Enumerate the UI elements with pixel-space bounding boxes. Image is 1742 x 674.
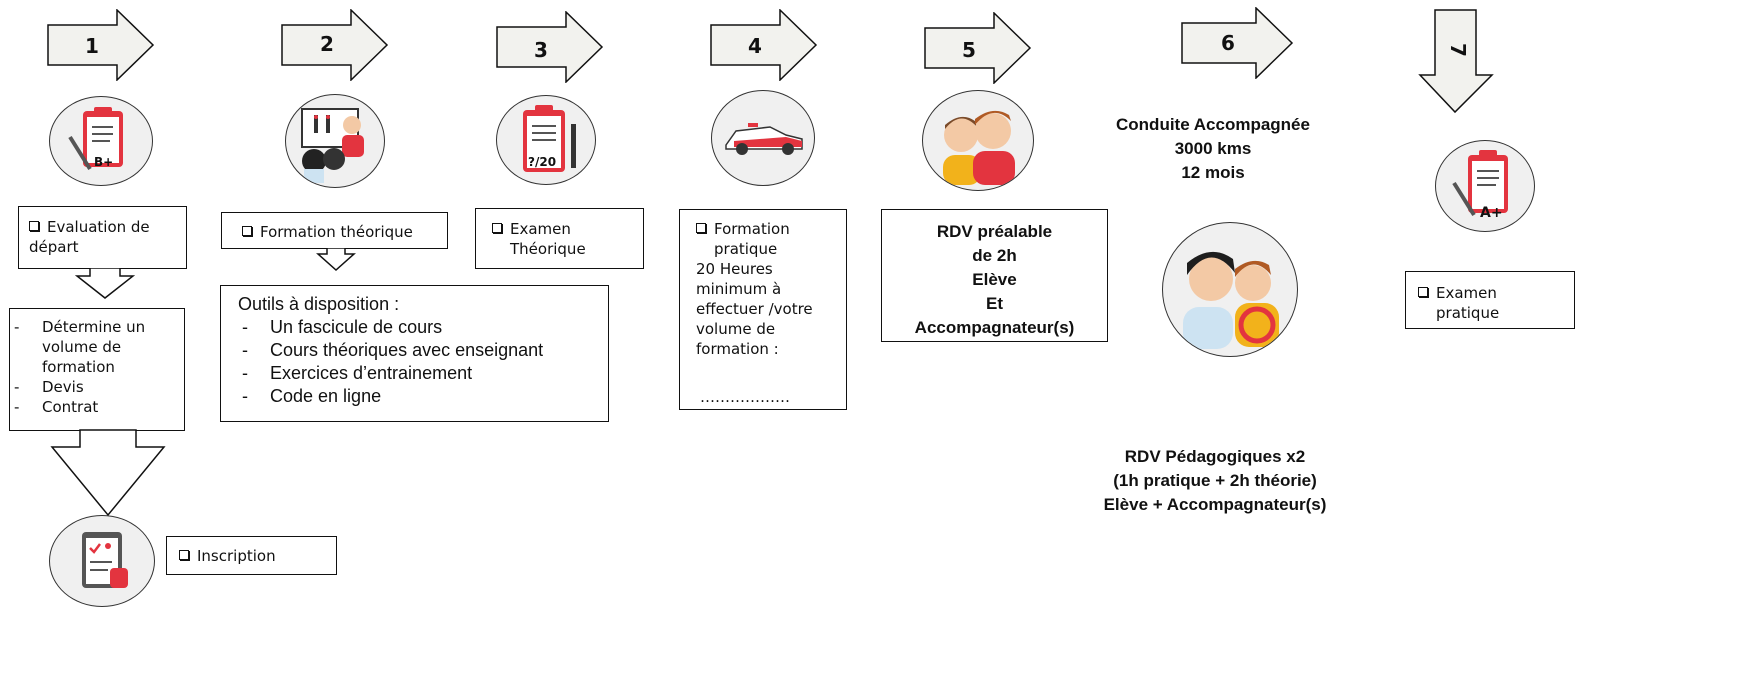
exam-theory-clipboard-icon bbox=[496, 95, 596, 185]
rdv-pedagogiques-line: RDV Pédagogiques x2 bbox=[1124, 447, 1306, 466]
tools-box: Outils à disposition : Un fascicule de c… bbox=[220, 285, 609, 422]
step-2-arrow bbox=[281, 9, 389, 81]
tools-title: Outils à disposition : bbox=[238, 294, 400, 314]
rdv-prealable-box: RDV préalable de 2h Elève Et Accompagnat… bbox=[881, 209, 1108, 342]
conduite-line: 3000 kms bbox=[1174, 139, 1252, 158]
checkbox-icon bbox=[29, 221, 39, 231]
step-3-arrow bbox=[496, 11, 604, 83]
step-6-number: 6 bbox=[1221, 31, 1235, 55]
down-arrow-small bbox=[316, 248, 356, 272]
rdv-line: RDV préalable bbox=[936, 222, 1053, 241]
exam-practical-label: Examen pratique bbox=[1436, 284, 1500, 322]
student-guardian-icon bbox=[922, 90, 1034, 191]
step-1-number: 1 bbox=[85, 34, 99, 58]
step-1-arrow bbox=[47, 9, 155, 81]
step-2-number: 2 bbox=[320, 32, 334, 56]
checkbox-icon bbox=[242, 226, 252, 236]
inscription-label: Inscription bbox=[197, 547, 276, 565]
tool-item: Exercices d’entrainement bbox=[238, 362, 602, 385]
rdv-pedagogiques-line: (1h pratique + 2h théorie) bbox=[1113, 471, 1317, 490]
step-5-arrow bbox=[924, 12, 1032, 84]
exam-theory-box: Examen Théorique bbox=[475, 208, 644, 269]
driver-steering-icon bbox=[1162, 222, 1298, 357]
step-7-badge: A+ bbox=[1480, 205, 1503, 221]
tool-item: Un fascicule de cours bbox=[238, 316, 602, 339]
step-6-arrow bbox=[1181, 7, 1294, 79]
inscription-clipboard-icon bbox=[49, 515, 155, 607]
rdv-line: Elève bbox=[972, 270, 1017, 289]
evaluation-label: Evaluation de départ bbox=[29, 218, 150, 256]
inscription-box: Inscription bbox=[166, 536, 337, 575]
theory-training-label: Formation théorique bbox=[260, 223, 413, 241]
rdv-pedagogiques-text: RDV Pédagogiques x2 (1h pratique + 2h th… bbox=[1080, 445, 1350, 517]
step-7-number: 7 bbox=[1445, 43, 1470, 57]
step-3-number: 3 bbox=[534, 38, 548, 62]
evaluation-box: Evaluation de départ bbox=[18, 206, 187, 269]
evaluation-clipboard-icon bbox=[49, 96, 153, 186]
practical-training-dots: ……………… bbox=[700, 388, 790, 406]
rdv-line: Et bbox=[986, 294, 1003, 313]
detail-item: Contrat bbox=[10, 397, 180, 417]
practical-training-text: 20 Heures minimum à effectuer /votre vol… bbox=[696, 260, 813, 358]
step-5-number: 5 bbox=[962, 38, 976, 62]
rdv-pedagogiques-line: Elève + Accompagnateur(s) bbox=[1103, 495, 1327, 514]
rdv-line: de 2h bbox=[972, 246, 1017, 265]
conduite-accompagnee-text: Conduite Accompagnée 3000 kms 12 mois bbox=[1103, 113, 1323, 185]
driving-car-icon bbox=[711, 90, 815, 186]
down-arrow-small bbox=[75, 268, 135, 299]
checkbox-icon bbox=[492, 223, 502, 233]
checkbox-icon bbox=[1418, 287, 1428, 297]
conduite-line: Conduite Accompagnée bbox=[1116, 115, 1310, 134]
exam-theory-label: Examen Théorique bbox=[510, 220, 586, 258]
checkbox-icon bbox=[179, 550, 189, 560]
theory-training-box: Formation théorique bbox=[221, 212, 448, 249]
practical-training-title: Formation pratique bbox=[714, 220, 790, 258]
step-3-badge: ?/20 bbox=[528, 155, 557, 169]
evaluation-details-box: Détermine un volume de formation Devis C… bbox=[9, 308, 185, 431]
rdv-line: Accompagnateur(s) bbox=[914, 318, 1075, 337]
step-1-badge: B+ bbox=[94, 155, 114, 169]
exam-practical-box: Examen pratique bbox=[1405, 271, 1575, 329]
practical-training-box: Formation pratique 20 Heures minimum à e… bbox=[679, 209, 847, 410]
step-7-arrow bbox=[1418, 9, 1494, 114]
tool-item: Code en ligne bbox=[238, 385, 602, 408]
step-4-arrow bbox=[710, 9, 818, 81]
checkbox-icon bbox=[696, 223, 706, 233]
conduite-line: 12 mois bbox=[1181, 163, 1245, 182]
tool-item: Cours théoriques avec enseignant bbox=[238, 339, 602, 362]
detail-item: Devis bbox=[10, 377, 180, 397]
down-arrow-large bbox=[50, 429, 166, 517]
detail-item: Détermine un volume de formation bbox=[10, 317, 180, 377]
step-4-number: 4 bbox=[748, 34, 762, 58]
theory-class-icon bbox=[285, 94, 385, 188]
exam-practical-clipboard-icon bbox=[1435, 140, 1535, 232]
